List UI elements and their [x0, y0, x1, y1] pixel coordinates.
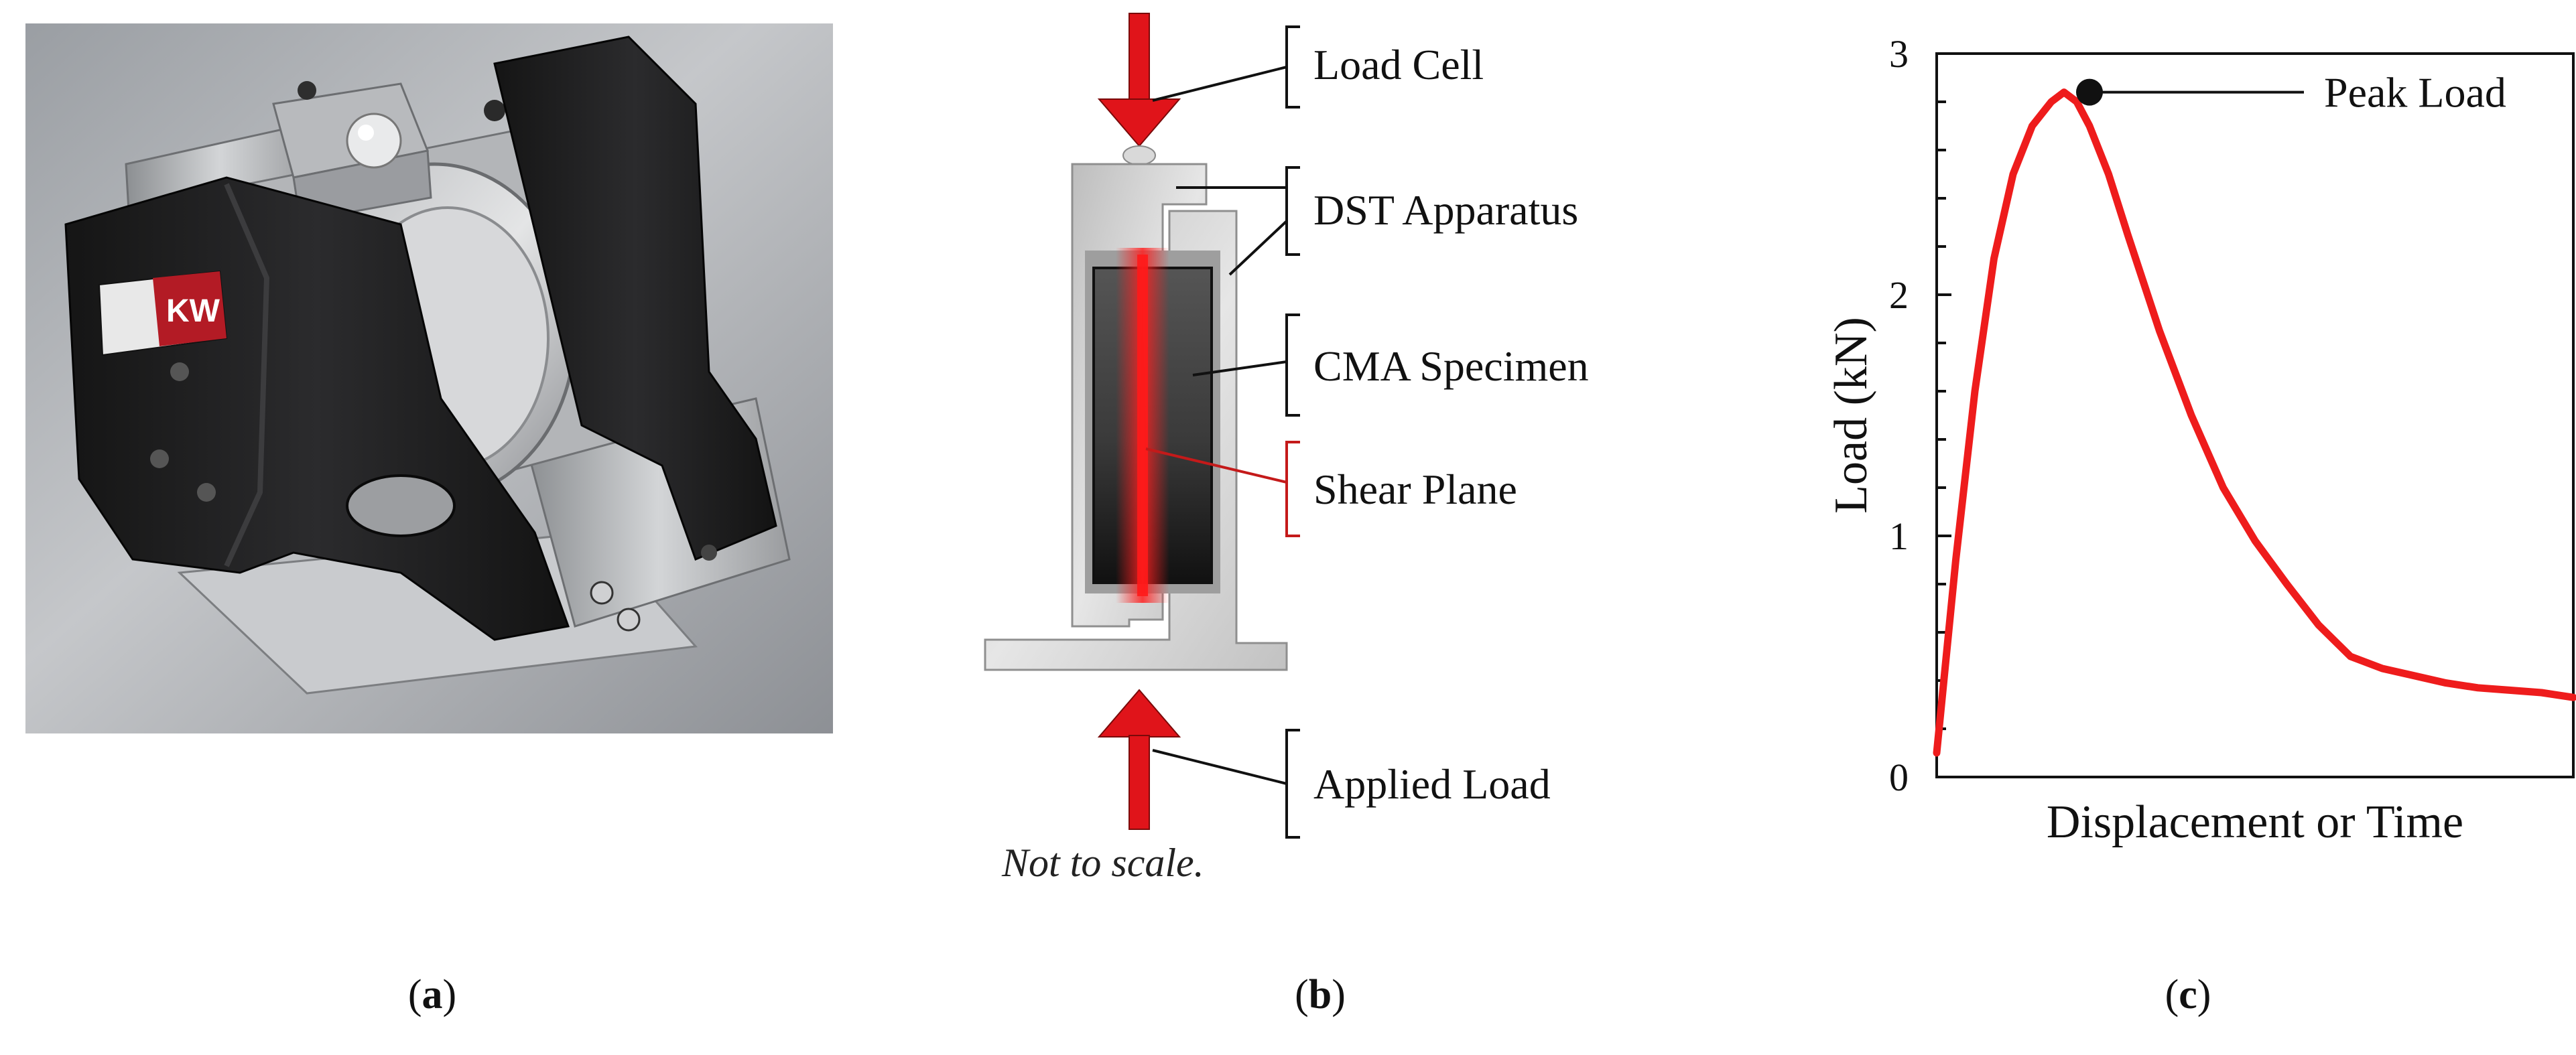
- note-not-to-scale: Not to scale.: [1001, 841, 1204, 885]
- load-curve: [1933, 88, 2576, 757]
- logo-sticker: KW: [98, 270, 228, 356]
- caption-a-letter: a: [422, 972, 443, 1017]
- label-brackets: [1285, 25, 1300, 839]
- leader-specimen: [1192, 360, 1287, 376]
- ball-bearing: [346, 113, 402, 169]
- caption-b-letter: b: [1308, 972, 1332, 1017]
- caption-c-letter: c: [2179, 972, 2197, 1017]
- chart-marks: [2076, 78, 2304, 106]
- back-black-plate: [493, 36, 777, 561]
- label-cma-specimen: CMA Specimen: [1313, 342, 1589, 390]
- bolt: [298, 81, 316, 100]
- load-cell-arrow: [1097, 13, 1181, 147]
- peak-marker: [2076, 78, 2103, 106]
- leader-shear: [1145, 447, 1287, 484]
- leader-dst-bottom: [1228, 220, 1288, 276]
- bolt: [484, 100, 505, 121]
- shear-bracket: [1285, 441, 1300, 537]
- leader-load-cell: [1152, 66, 1287, 102]
- logo-text: KW: [166, 293, 220, 329]
- shear-plane-line: [1137, 255, 1148, 596]
- applied-load-arrow: [1097, 689, 1181, 830]
- y-tick-label: 2: [1889, 273, 1909, 317]
- plot-frame: [1935, 52, 2575, 778]
- label-shear-plane: Shear Plane: [1313, 466, 1517, 513]
- y-tick-label: 0: [1889, 756, 1909, 799]
- photo-illustration: KW: [25, 23, 833, 733]
- load-chart: 0 1 2 3 Load (kN) Displacement or Time Peak…: [1809, 0, 2576, 891]
- load-cell-contact: [1122, 145, 1156, 165]
- caption-c: (c): [2165, 972, 2211, 1017]
- label-dst-apparatus: DST Apparatus: [1313, 186, 1578, 234]
- label-applied-load: Applied Load: [1313, 760, 1551, 808]
- x-axis-label: Displacement or Time: [2047, 796, 2463, 848]
- photo-dst-apparatus: KW: [25, 23, 833, 733]
- chart-axes: 0 1 2 3: [1889, 32, 2575, 799]
- leader-applied-load: [1152, 749, 1287, 785]
- chart-series: [1933, 88, 2576, 757]
- schematic-svg: Load Cell DST Apparatus CMA Specimen She…: [984, 13, 1589, 885]
- schematic-diagram: Load Cell DST Apparatus CMA Specimen She…: [952, 0, 1702, 951]
- peak-load-annotation: Peak Load: [2324, 69, 2506, 117]
- front-plate-cutout: [346, 474, 456, 537]
- label-load-cell: Load Cell: [1313, 41, 1484, 88]
- y-axis-label: Load (kN): [1825, 317, 1877, 514]
- caption-a: (a): [407, 972, 457, 1017]
- y-tick-label: 3: [1889, 32, 1909, 76]
- chart-svg: 0 1 2 3 Load (kN) Displacement or Time Peak…: [1825, 32, 2576, 848]
- y-tick-label: 1: [1889, 514, 1909, 558]
- caption-b: (b): [1295, 972, 1346, 1017]
